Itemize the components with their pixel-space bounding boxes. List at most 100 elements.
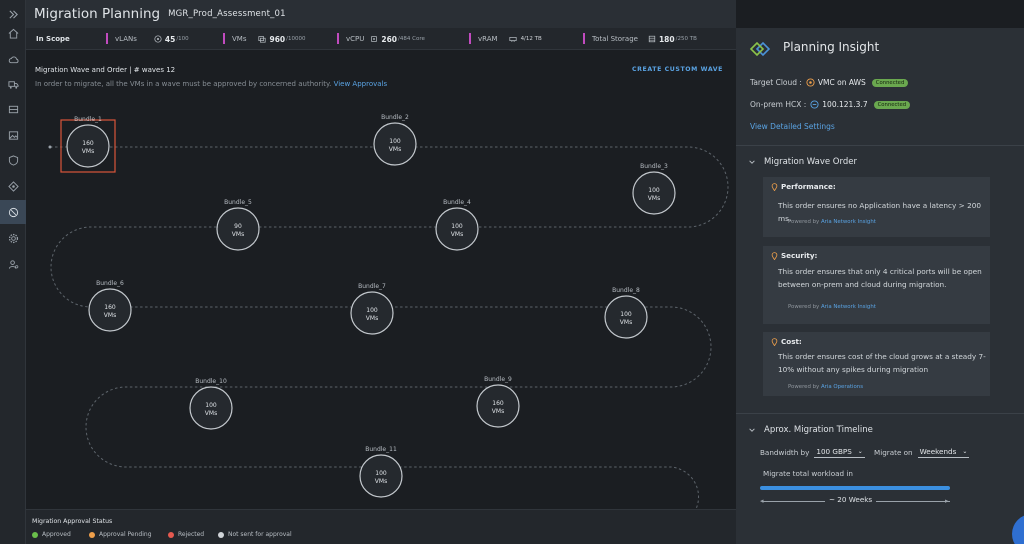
card-title-text: Performance: <box>781 182 836 191</box>
vms-value: 960 <box>269 34 286 44</box>
total-workload-label: Migrate total workload in <box>763 469 853 478</box>
timeline-toggle[interactable]: Aprox. Migration Timeline <box>748 425 873 435</box>
pin-icon <box>771 337 778 346</box>
assistant-bubble[interactable] <box>1012 514 1024 544</box>
bundle-circle[interactable] <box>632 171 676 215</box>
bundle-label: Bundle_8 <box>612 287 640 294</box>
rejected-dot <box>168 531 174 538</box>
not-sent-dot <box>218 531 224 538</box>
bundle-circle[interactable] <box>189 386 233 430</box>
powered-by-link[interactable]: Aria Network Insight <box>820 219 876 225</box>
bundle-circle[interactable] <box>350 291 394 335</box>
hcx-row: On-prem HCX : 100.121.3.7 Connected <box>750 100 911 109</box>
powered-by-link[interactable]: Aria Operations <box>820 384 864 390</box>
weeks-estimate: ~ 20 Weeks <box>825 495 877 504</box>
view-detailed-settings-link[interactable]: View Detailed Settings <box>750 122 835 131</box>
migrate-on-value: Weekends <box>919 447 957 456</box>
chevron-down-icon: ⌄ <box>962 448 968 455</box>
approval-status-bar: Migration Approval Status Approved Appro… <box>26 509 736 544</box>
bandwidth-select[interactable]: 100 GBPS ⌄ <box>814 447 865 458</box>
vram-label: vRAM <box>478 35 498 43</box>
bundle-label: Bundle_5 <box>224 199 252 206</box>
create-custom-wave-button[interactable]: CREATE CUSTOM WAVE <box>632 66 723 73</box>
card-text: This order ensures cost of the cloud gro… <box>778 352 986 374</box>
timeline-title: Aprox. Migration Timeline <box>764 425 873 435</box>
card-title: Security: <box>771 251 817 260</box>
scope-storage: Total Storage 180 /250 TB <box>592 28 697 50</box>
arrow-right-icon: ▸ <box>945 497 949 505</box>
bundle-circle[interactable] <box>66 124 110 168</box>
bundle-circle[interactable] <box>604 295 648 339</box>
timeline-progress <box>760 486 950 490</box>
wave-order-toggle[interactable]: Migration Wave Order <box>748 157 857 167</box>
hcx-icon <box>810 100 819 109</box>
bundle-vm-count: 100 <box>451 223 463 230</box>
scope-separator <box>337 33 339 44</box>
server-icon[interactable] <box>0 97 26 121</box>
migration-icon[interactable] <box>0 200 26 224</box>
storage-label: Total Storage <box>592 35 638 43</box>
bundle-vm-unit: VMs <box>104 312 116 319</box>
bundle-vm-unit: VMs <box>205 410 217 417</box>
vm-icon <box>258 36 267 43</box>
powered-by-link[interactable]: Aria Network Insight <box>820 304 876 310</box>
network-icon[interactable] <box>0 174 26 198</box>
target-cloud-label: Target Cloud : <box>750 78 802 87</box>
wave-start-dot <box>48 145 52 149</box>
expand-icon[interactable] <box>0 2 26 26</box>
migrate-on-label: Migrate on <box>874 448 913 457</box>
assessment-name: MGR_Prod_Assessment_01 <box>168 9 286 19</box>
gear-icon[interactable] <box>0 226 26 250</box>
insight-card-security: Security: This order ensures that only 4… <box>763 246 990 324</box>
chevron-down-icon: ⌄ <box>857 448 863 455</box>
shield-icon[interactable] <box>0 148 26 172</box>
timeline-progress-fill <box>760 486 950 490</box>
legend-label: Approval Pending <box>99 531 152 538</box>
migrate-on-row: Migrate on Weekends ⌄ <box>874 447 970 458</box>
bundle-vm-count: 160 <box>104 304 116 311</box>
legend-label: Approved <box>42 531 71 538</box>
image-icon[interactable] <box>0 123 26 147</box>
bundle-circle[interactable] <box>435 207 479 251</box>
bundle-circle[interactable] <box>88 288 132 332</box>
home-icon[interactable] <box>0 21 26 45</box>
insight-logo-icon <box>749 41 771 57</box>
approval-note: In order to migrate, all the VMs in a wa… <box>35 80 387 88</box>
wave-canvas: Migration Wave and Order | # waves 12 In… <box>26 51 736 509</box>
scope-separator <box>583 33 585 44</box>
scope-bar: In Scope vLANs 45 /100 VMs 960 /10000 vC… <box>26 28 736 50</box>
truck-icon[interactable] <box>0 72 26 96</box>
card-powered-by: Powered by Aria Network Insight <box>788 219 876 225</box>
powered-by-label: Powered by <box>788 219 820 225</box>
bundle-circle[interactable] <box>476 384 520 428</box>
migrate-on-select[interactable]: Weekends ⌄ <box>917 447 970 458</box>
bundle-circle[interactable] <box>359 454 403 498</box>
scope-vms: VMs 960 /10000 <box>232 28 306 50</box>
planning-insight-panel: Planning Insight Target Cloud : VMC on A… <box>736 28 1024 544</box>
wave-title: Migration Wave and Order | # waves 12 <box>35 66 176 74</box>
approval-note-text: In order to migrate, all the VMs in a wa… <box>35 80 332 88</box>
user-settings-icon[interactable] <box>0 252 26 276</box>
view-approvals-link[interactable]: View Approvals <box>333 80 388 88</box>
legend-not-sent: Not sent for approval <box>218 531 292 538</box>
hcx-value: 100.121.3.7 <box>822 100 868 109</box>
card-title-text: Security: <box>781 251 818 260</box>
scope-label: In Scope <box>36 35 70 43</box>
bundle-circle[interactable] <box>373 122 417 166</box>
bundle-circle[interactable] <box>216 207 260 251</box>
legend-pending: Approval Pending <box>89 531 152 538</box>
bundle-label: Bundle_9 <box>484 376 512 383</box>
cloud-icon[interactable] <box>0 47 26 71</box>
bundle-vm-count: 90 <box>234 223 242 230</box>
